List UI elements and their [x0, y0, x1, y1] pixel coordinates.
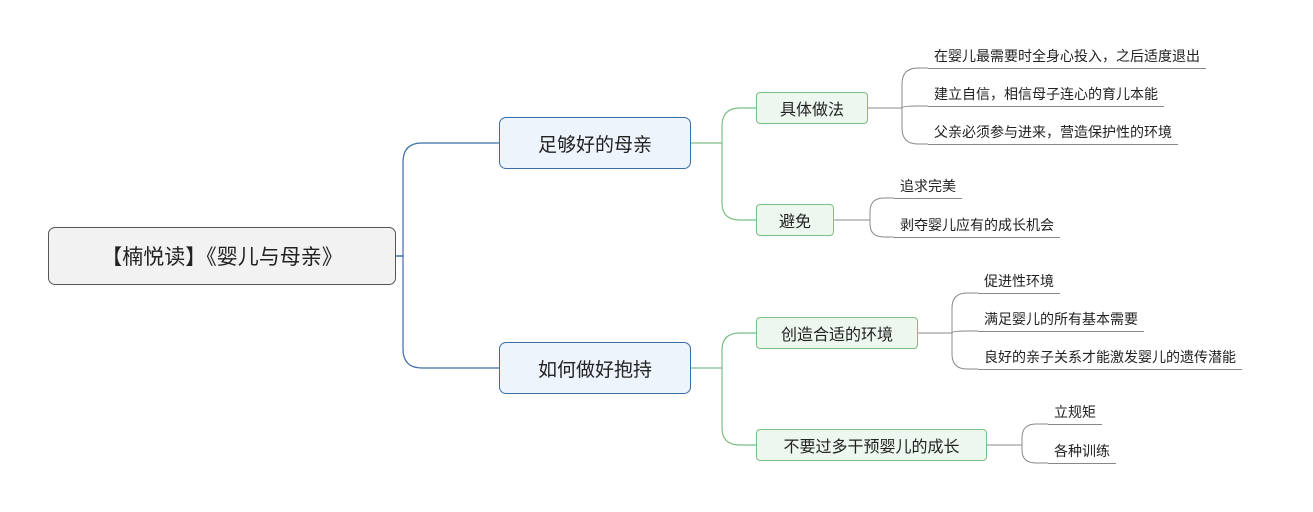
connector-root-branch-1	[396, 142, 499, 257]
branch-node-good-enough-mother[interactable]: 足够好的母亲	[499, 117, 691, 169]
leaf-node[interactable]: 追求完美	[894, 177, 962, 199]
leaf-node[interactable]: 满足婴儿的所有基本需要	[978, 310, 1144, 332]
leaf-node[interactable]: 剥夺婴儿应有的成长机会	[894, 216, 1060, 238]
sub-node-avoid[interactable]: 避免	[756, 204, 834, 236]
connector-sub-3-leaves	[918, 292, 978, 370]
connector-branch-1-sub-1	[690, 107, 756, 144]
connector-root-branch-2	[396, 255, 499, 369]
connector-branch-2-sub-1	[690, 332, 756, 369]
connector-sub-4-leaves	[987, 423, 1048, 464]
connector-sub-2-leaves	[834, 197, 894, 238]
connector-branch-1-sub-2	[721, 143, 756, 221]
leaf-node[interactable]: 父亲必须参与进来，营造保护性的环境	[928, 123, 1178, 145]
branch-node-holding[interactable]: 如何做好抱持	[499, 342, 691, 394]
sub-node-environment[interactable]: 创造合适的环境	[756, 317, 918, 349]
connector-sub-1-leaves	[868, 67, 928, 145]
leaf-node[interactable]: 建立自信，相信母子连心的育儿本能	[928, 85, 1164, 107]
leaf-node[interactable]: 良好的亲子关系才能激发婴儿的遗传潜能	[978, 348, 1242, 370]
sub-node-no-interference[interactable]: 不要过多干预婴儿的成长	[756, 429, 987, 461]
root-node[interactable]: 【楠悦读】《婴儿与母亲》	[48, 227, 396, 285]
leaf-node[interactable]: 立规矩	[1048, 403, 1102, 425]
leaf-node[interactable]: 在婴儿最需要时全身心投入，之后适度退出	[928, 47, 1206, 69]
leaf-node[interactable]: 各种训练	[1048, 442, 1116, 464]
sub-node-practices[interactable]: 具体做法	[756, 92, 868, 124]
connector-branch-2-sub-2	[721, 368, 756, 446]
leaf-node[interactable]: 促进性环境	[978, 272, 1060, 294]
